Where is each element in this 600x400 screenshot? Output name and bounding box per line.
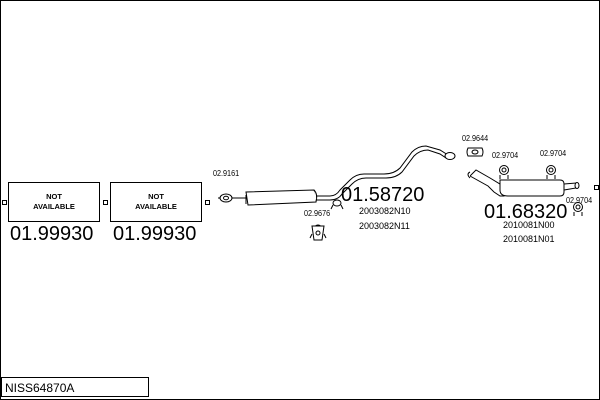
small-part-number: 02.9704 bbox=[566, 195, 593, 205]
small-part-number: 02.9161 bbox=[213, 168, 240, 178]
middle-silencer-drawing bbox=[236, 145, 456, 210]
available-label: AVAILABLE bbox=[33, 202, 75, 211]
rubber-hanger-drawing bbox=[309, 224, 327, 241]
model-code: NISS64870A bbox=[5, 381, 75, 395]
oem-reference: 2003082N11 bbox=[359, 221, 410, 231]
part-number-4: 01.68320 bbox=[484, 201, 568, 223]
rear-silencer-drawing bbox=[467, 169, 580, 197]
connector-marker bbox=[594, 185, 599, 190]
small-part-number: 02.9704 bbox=[492, 150, 519, 160]
connector-marker bbox=[205, 200, 210, 205]
small-part-number: 02.9676 bbox=[304, 208, 331, 218]
oem-reference: 2003082N10 bbox=[359, 206, 411, 216]
oem-reference: 2010081N01 bbox=[503, 234, 555, 244]
not-label: NOT bbox=[46, 192, 62, 201]
available-label: AVAILABLE bbox=[135, 202, 177, 211]
clamp-drawing bbox=[499, 165, 583, 216]
connector-marker bbox=[2, 200, 7, 205]
part-number-1: 01.99930 bbox=[10, 223, 94, 245]
small-part-number: 02.9644 bbox=[462, 133, 489, 143]
small-part-number: 02.9704 bbox=[540, 148, 567, 158]
flange-gasket-drawing bbox=[218, 193, 236, 203]
oem-reference: 2010081N00 bbox=[503, 220, 555, 230]
part-number-3: 01.58720 bbox=[341, 184, 425, 206]
not-available-box-1: NOT AVAILABLE bbox=[8, 182, 100, 222]
model-code-box: NISS64870A bbox=[1, 377, 149, 397]
gasket-drawing bbox=[466, 147, 484, 157]
connector-marker bbox=[103, 200, 108, 205]
part-number-2: 01.99930 bbox=[113, 223, 197, 245]
not-label: NOT bbox=[148, 192, 164, 201]
not-available-box-2: NOT AVAILABLE bbox=[110, 182, 202, 222]
